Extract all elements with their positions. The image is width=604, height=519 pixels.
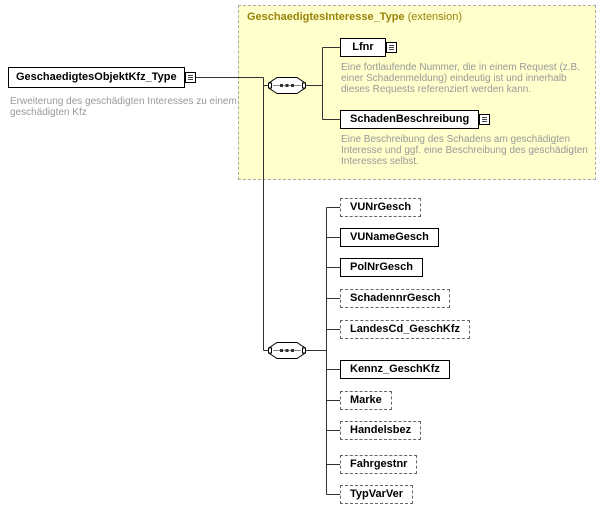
expand-handle[interactable] xyxy=(479,113,491,125)
element-geschaedigtesobjektkfz-type[interactable]: GeschaedigtesObjektKfz_Type xyxy=(8,67,196,88)
lfnr-annotation: Eine fortlaufende Nummer, die in einem R… xyxy=(341,62,581,95)
element-schadennrgesch[interactable]: SchadennrGesch xyxy=(340,289,451,308)
element-landescd-geschkfz[interactable]: LandesCd_GeschKfz xyxy=(340,320,471,339)
element-kennz-geschkfz[interactable]: Kennz_GeschKfz xyxy=(340,360,450,379)
sequence-icon[interactable] xyxy=(268,76,306,95)
root-element-label: GeschaedigtesObjektKfz_Type xyxy=(16,71,177,83)
schadenbeschreibung-annotation: Eine Beschreibung des Schadens am geschä… xyxy=(341,134,588,167)
expand-handle[interactable] xyxy=(184,71,196,83)
element-lfnr[interactable]: Lfnr xyxy=(340,38,397,57)
element-polnrgesch[interactable]: PolNrGesch xyxy=(340,258,423,277)
element-vunrgesch[interactable]: VUNrGesch xyxy=(340,198,422,217)
extension-suffix: (extension) xyxy=(404,11,463,23)
root-annotation: Erweiterung des geschädigten Interesses … xyxy=(10,96,237,118)
element-lfnr-label: Lfnr xyxy=(352,41,374,53)
element-fahrgestnr[interactable]: Fahrgestnr xyxy=(340,455,418,474)
element-handelsbez[interactable]: Handelsbez xyxy=(340,421,422,440)
element-typvarver[interactable]: TypVarVer xyxy=(340,485,413,504)
element-schadenbeschreibung[interactable]: SchadenBeschreibung xyxy=(340,110,491,129)
element-marke[interactable]: Marke xyxy=(340,391,392,410)
expand-handle[interactable] xyxy=(386,41,397,53)
element-vunamegesch[interactable]: VUNameGesch xyxy=(340,228,439,247)
element-schadenbeschreibung-label: SchadenBeschreibung xyxy=(350,113,470,125)
extension-type-name: GeschaedigtesInteresse_Type xyxy=(247,11,405,23)
extension-title: GeschaedigtesInteresse_Type (extension) xyxy=(247,11,462,23)
sequence-icon[interactable] xyxy=(268,341,306,360)
